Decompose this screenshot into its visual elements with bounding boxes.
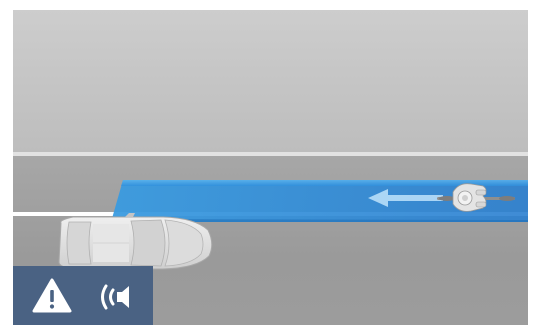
sound-alert-icon xyxy=(103,286,130,308)
car-icon xyxy=(59,213,212,273)
warning-icons-group xyxy=(13,266,153,325)
warning-triangle-icon xyxy=(34,280,70,311)
illustration-frame xyxy=(13,10,528,325)
warning-indicator-panel xyxy=(13,266,153,325)
